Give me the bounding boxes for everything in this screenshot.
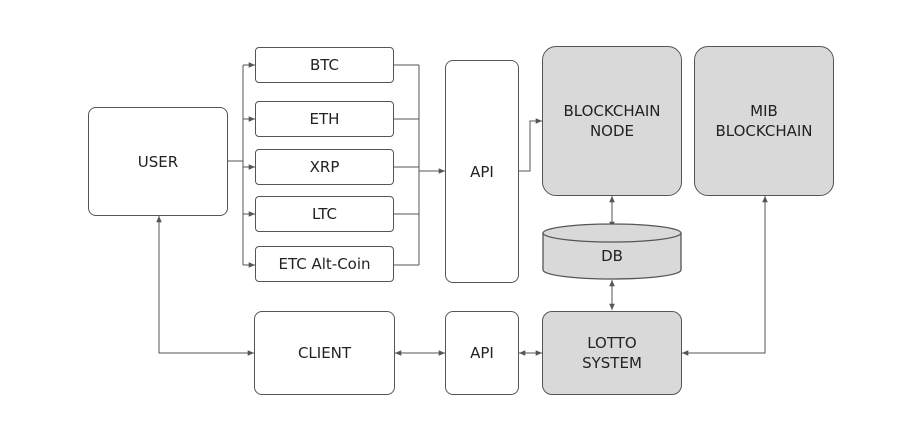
api-bottom-box: API [445, 311, 519, 395]
ltc-box: LTC [255, 196, 394, 232]
etc-alt-coin-box: ETC Alt-Coin [255, 246, 394, 282]
db-label: DB [601, 247, 623, 265]
lotto-system-box: LOTTO SYSTEM [542, 311, 682, 395]
btc-box: BTC [255, 47, 394, 83]
xrp-box: XRP [255, 149, 394, 185]
client-box: CLIENT [254, 311, 395, 395]
arrow-api-to-blockchain-node [518, 118, 542, 172]
db-cylinder [542, 223, 682, 280]
user-box: USER [88, 107, 228, 216]
db-cylinder-body [542, 233, 682, 280]
api-top-box: API [445, 60, 519, 283]
arrow-lotto-mib [682, 196, 768, 356]
mib-blockchain-box: MIB BLOCKCHAIN [694, 46, 834, 196]
blockchain-node-box: BLOCKCHAIN NODE [542, 46, 682, 196]
db-cylinder-top [542, 223, 682, 243]
arrow-user-client [156, 216, 254, 356]
eth-box: ETH [255, 101, 394, 137]
